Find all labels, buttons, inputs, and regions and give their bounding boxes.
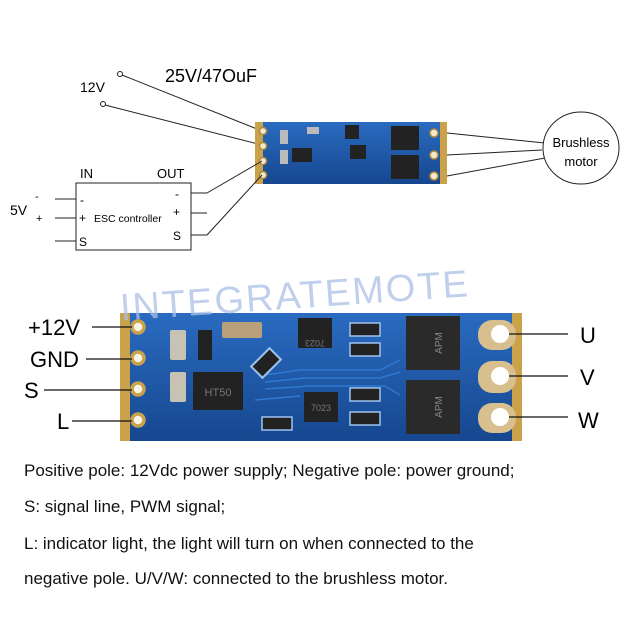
esc-controller-box [55,160,263,251]
supply-label: 12V [80,79,106,95]
pin-label-w: W [578,408,599,433]
supply-terminal-negative [100,101,106,107]
esc-supply-minus: - [35,191,39,203]
mosfet-chip [406,316,460,370]
driver-chip [298,318,332,348]
motor-label-line1: Brushless [552,135,610,150]
pin-label-l: L [57,409,69,434]
pcb-board: HT50 7023 7023 APM APM [120,313,522,441]
wire [121,74,263,132]
esc-title: ESC controller [94,213,162,225]
capacitor-label: 25V/47OuF [165,66,257,86]
pin-label-v: V [580,365,595,390]
supply-terminal-positive [117,71,123,77]
pin-leader-lines [44,326,568,422]
description-line-1: Positive pole: 12Vdc power supply; Negat… [24,461,515,480]
description-line-2: S: signal line, PWM signal; [24,497,226,516]
pin-label-u: U [580,323,596,348]
pin-label-s: S [24,378,39,403]
pin-label-12v: +12V [28,315,80,340]
esc-in-plus: + [79,211,86,225]
motor-wires-top [446,132,546,177]
wire [104,104,263,146]
capacitor [170,330,186,360]
esc-supply-label: 5V [10,202,28,218]
regulator-chip [193,372,243,410]
esc-out-minus: - [175,187,179,201]
mosfet-marking: APM [434,332,445,354]
left-pin-pads [130,319,146,428]
description-line-4: negative pole. U/V/W: connected to the b… [24,569,448,588]
supply-terminals [100,71,263,146]
driver-chip [304,392,338,422]
description-line-3: L: indicator light, the light will turn … [24,534,474,553]
esc-out-label: OUT [157,166,185,181]
esc-in-label: IN [80,166,93,181]
mosfet-chip [406,380,460,434]
capacitor-470uf [222,322,262,338]
esc-in-minus: - [80,193,84,207]
small-pcb [255,122,447,184]
driver-marking: 7023 [311,403,331,413]
esc-supply-plus: + [36,213,42,225]
regulator-marking: HT50 [205,387,232,399]
esc-out-plus: + [173,205,180,219]
esc-out-s: S [173,229,181,243]
brushless-motor-symbol [542,111,620,185]
motor-label-line2: motor [564,154,598,169]
driver-marking: 7023 [305,338,325,348]
mosfet-marking: APM [434,396,445,418]
pin-label-gnd: GND [30,347,79,372]
right-motor-pads [478,320,516,433]
capacitor [170,372,186,402]
esc-in-s: S [79,235,87,249]
